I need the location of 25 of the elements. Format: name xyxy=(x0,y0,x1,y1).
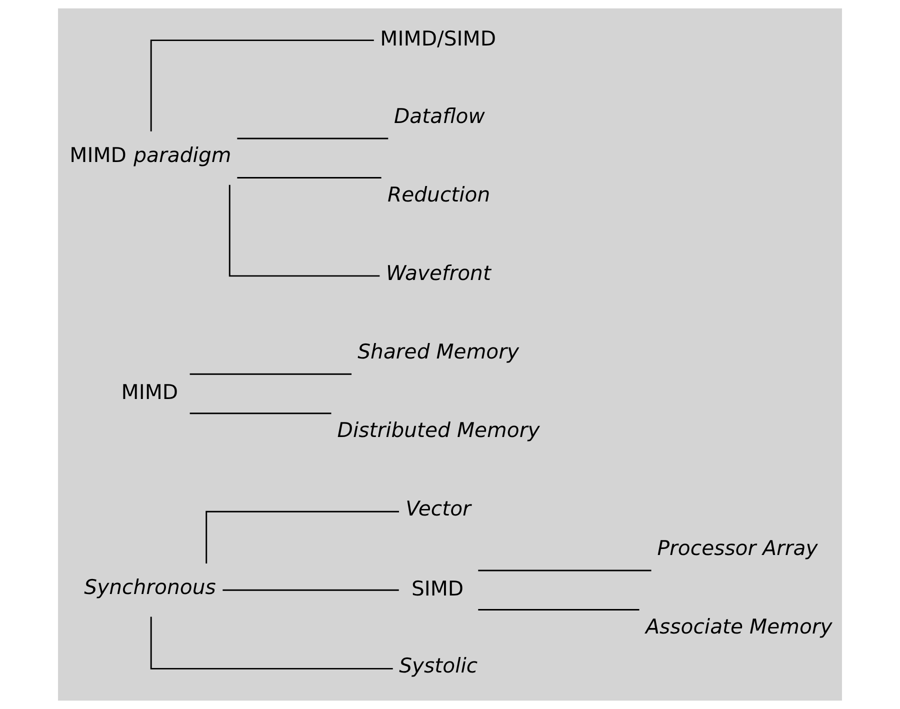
connector xyxy=(222,589,399,591)
node-text: Associate Memory xyxy=(646,614,832,638)
connector xyxy=(237,138,388,140)
node-text: Vector xyxy=(406,496,471,521)
node-text: Synchronous xyxy=(84,575,216,600)
connector xyxy=(478,609,640,610)
connector xyxy=(150,616,393,670)
node-text: Reduction xyxy=(387,182,490,206)
node-text: Dataflow xyxy=(394,104,485,128)
connector xyxy=(190,373,352,375)
node-text: Shared Memory xyxy=(358,339,520,364)
connector xyxy=(206,510,399,564)
connector xyxy=(190,412,332,414)
node-text: SIMD xyxy=(411,576,464,601)
connector xyxy=(237,177,382,178)
connector xyxy=(228,184,380,277)
node-text: Systolic xyxy=(399,654,478,678)
node-text: MIMD xyxy=(121,380,178,404)
node-text: Distributed Memory xyxy=(337,418,540,442)
connector xyxy=(150,40,374,132)
connector xyxy=(478,570,652,572)
node-text: MIMD paradigm xyxy=(70,143,232,168)
node-text: Processor Array xyxy=(657,536,818,560)
node-text: MIMD/SIMD xyxy=(380,26,496,51)
node-text: Wavefront xyxy=(386,260,491,285)
